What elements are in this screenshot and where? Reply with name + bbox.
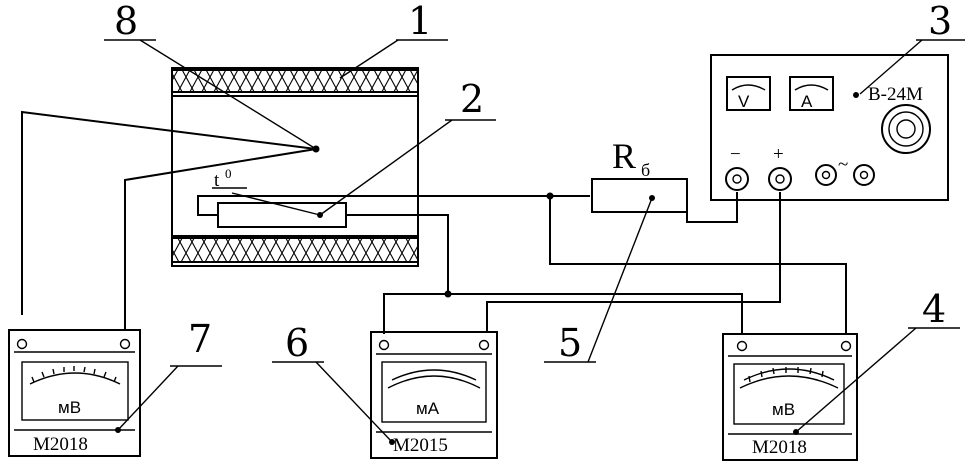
- wiring: [21, 110, 847, 334]
- minus-terminal-label: −: [730, 144, 741, 165]
- supply-ammeter-symbol: A: [801, 92, 813, 111]
- supply-model: В-24М: [868, 84, 923, 105]
- callout-5: 5: [558, 321, 582, 365]
- meter-right-millivoltmeter: мВ М2018: [722, 333, 858, 461]
- callout-6: 6: [285, 321, 309, 365]
- supply-voltmeter: [726, 76, 771, 111]
- meter-right-scale-label: мВ: [772, 400, 795, 419]
- resistor-label: R: [612, 136, 636, 176]
- supply-ammeter: [789, 76, 834, 111]
- resistor-subscript: б: [641, 160, 650, 180]
- minus-terminal[interactable]: [725, 167, 749, 191]
- ac-terminal-1[interactable]: [815, 164, 837, 186]
- callout-4: 4: [922, 287, 946, 331]
- ac-symbol: ~: [838, 154, 848, 175]
- thermometer-label-sup: 0: [225, 166, 232, 181]
- meter-left-scale-label: мВ: [58, 398, 81, 417]
- meter-left-model: М2018: [33, 434, 88, 455]
- meter-middle-scale-label: мА: [416, 399, 440, 418]
- voltage-knob[interactable]: [881, 104, 931, 154]
- meter-right-model: М2018: [752, 437, 807, 458]
- callout-7: 7: [188, 317, 212, 361]
- meter-left-millivoltmeter: мВ М2018: [8, 329, 141, 457]
- callout-1: 1: [408, 0, 432, 43]
- callout-8: 8: [114, 0, 138, 43]
- plus-terminal-label: +: [773, 144, 784, 165]
- ac-terminal-2[interactable]: [853, 164, 875, 186]
- meter-middle-model: М2015: [393, 435, 448, 456]
- thermometer-label: t: [214, 170, 220, 191]
- callouts: 8 1 2 3 4 5 6 7: [104, 0, 965, 445]
- plus-terminal[interactable]: [768, 167, 792, 191]
- sample: [217, 202, 347, 228]
- furnace-bottom-heater-winding: [171, 237, 419, 263]
- callout-2: 2: [460, 77, 484, 121]
- power-supply: V A В-24М − + ~: [710, 54, 949, 201]
- furnace-top-heater-winding: [171, 69, 419, 93]
- meter-middle-milliammeter: мА М2015: [370, 331, 498, 459]
- supply-voltmeter-symbol: V: [738, 92, 750, 111]
- ballast-resistor: R б: [591, 136, 688, 213]
- callout-3: 3: [928, 0, 952, 43]
